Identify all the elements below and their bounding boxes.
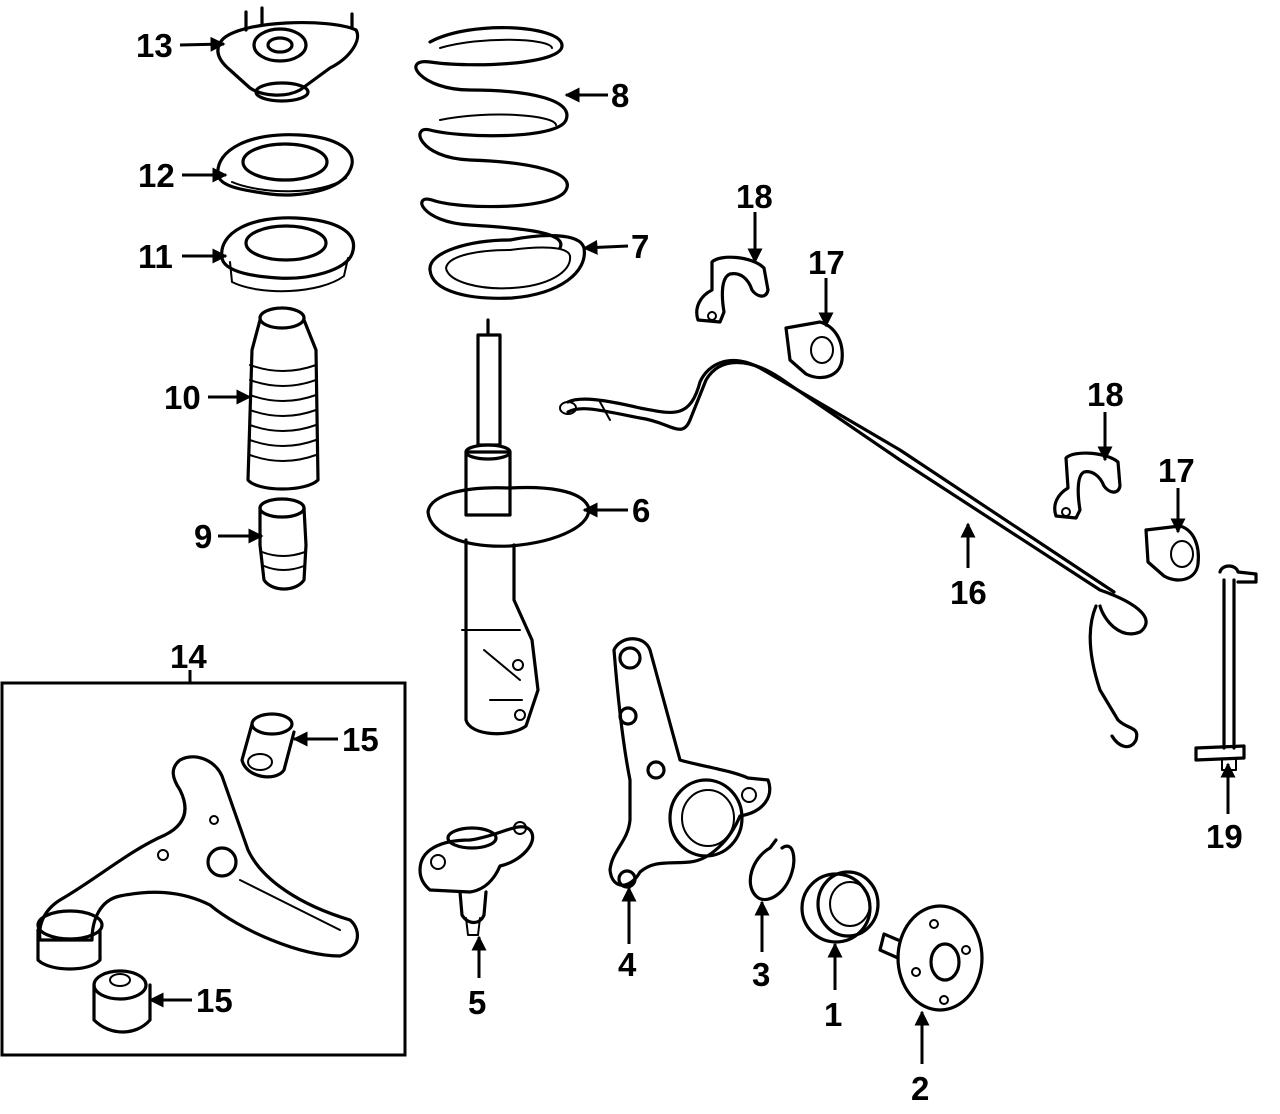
callout-2: 2	[911, 1070, 929, 1107]
callout-5: 5	[468, 984, 486, 1021]
steering-knuckle-part	[608, 637, 772, 889]
leader-13	[179, 36, 226, 52]
callout-labels: 13 12 11 10 9 8 7 6 14 15 15 5 4 3 1 2 1…	[136, 27, 1243, 1107]
strut-mount-part	[216, 6, 360, 103]
stabilizer-bushing-part-upper	[784, 320, 844, 380]
stabilizer-link-part	[1194, 564, 1258, 771]
callout-6: 6	[632, 492, 650, 529]
callout-11: 11	[138, 238, 173, 275]
callout-3: 3	[752, 956, 770, 993]
callout-14: 14	[170, 638, 207, 675]
strut-bearing-part	[220, 216, 356, 293]
callout-8: 8	[611, 77, 629, 114]
stabilizer-bracket-part-lower	[1053, 451, 1122, 520]
stabilizer-bracket-part-upper	[695, 255, 770, 324]
callout-leaders	[148, 36, 1236, 1064]
callout-17-lower: 17	[1158, 452, 1195, 489]
stabilizer-bar-part	[559, 358, 1148, 749]
callout-19: 19	[1206, 818, 1243, 855]
leader-7	[582, 239, 629, 255]
callout-10: 10	[164, 379, 201, 416]
strut-assembly-part	[426, 318, 591, 736]
callout-15-lower: 15	[196, 982, 233, 1019]
lower-control-arm-part	[36, 755, 359, 971]
callout-16: 16	[950, 574, 987, 611]
callout-4: 4	[618, 946, 637, 983]
callout-7: 7	[631, 228, 649, 265]
callout-12: 12	[138, 157, 175, 194]
control-arm-bushing-upper-part	[240, 712, 296, 779]
upper-spring-seat-part	[216, 133, 354, 197]
bump-stop-part	[258, 497, 308, 591]
wheel-hub-part	[878, 904, 984, 1012]
wheel-bearing-part	[800, 870, 880, 944]
callout-15-upper: 15	[342, 721, 379, 758]
callout-17-upper: 17	[808, 244, 845, 281]
callout-18-lower: 18	[1087, 376, 1124, 413]
callout-13: 13	[136, 27, 173, 64]
snap-ring-part	[748, 838, 796, 902]
callout-1: 1	[824, 996, 842, 1033]
stabilizer-bushing-part-lower	[1144, 524, 1200, 582]
control-arm-group-box	[0, 681, 407, 1057]
coil-spring-part	[414, 26, 569, 250]
ball-joint-part	[418, 821, 535, 936]
callout-18-upper: 18	[736, 178, 773, 215]
callout-9: 9	[194, 518, 212, 555]
dust-boot-part	[246, 306, 320, 491]
control-arm-bushing-lower-part	[92, 969, 152, 1034]
